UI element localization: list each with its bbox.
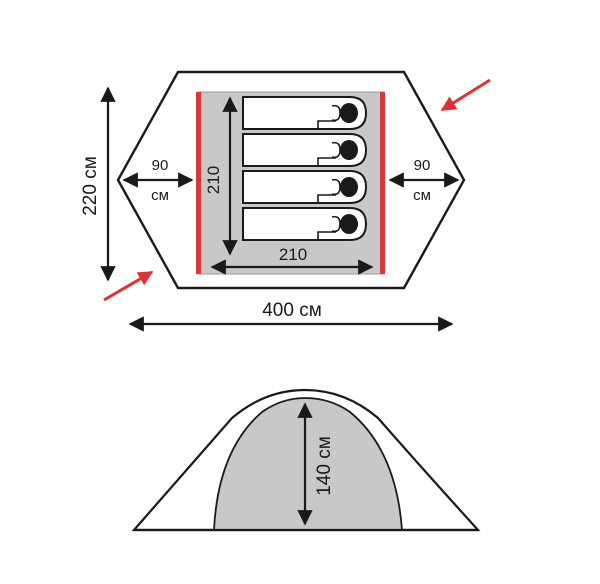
sleeping-bag-1: [242, 96, 368, 130]
sleeping-bags: [242, 96, 368, 241]
vestibule-right-value: 90: [414, 157, 431, 174]
floor-plan: 210 210 90 см 90 см 220 см 400 см: [80, 70, 491, 332]
overall-height-label: 220 см: [80, 156, 101, 216]
vestibule-left-unit: см: [151, 187, 169, 204]
side-view: 140 см: [131, 388, 481, 532]
entrance-arrow-left: [103, 270, 154, 302]
inner-wall-left: [196, 92, 201, 274]
overall-width-label: 400 см: [262, 300, 322, 321]
sleeping-bag-2: [242, 133, 368, 167]
side-height-label: 140 см: [314, 436, 335, 496]
inner-wall-right: [380, 92, 385, 274]
vestibule-right-unit: см: [413, 187, 431, 204]
vestibule-left-value: 90: [152, 157, 169, 174]
inner-width-label: 210: [279, 245, 307, 264]
sleeping-bag-4: [242, 207, 368, 241]
sleeping-bag-3: [242, 170, 368, 204]
inner-length-label: 210: [204, 166, 223, 194]
entrance-arrow-right: [440, 78, 491, 112]
